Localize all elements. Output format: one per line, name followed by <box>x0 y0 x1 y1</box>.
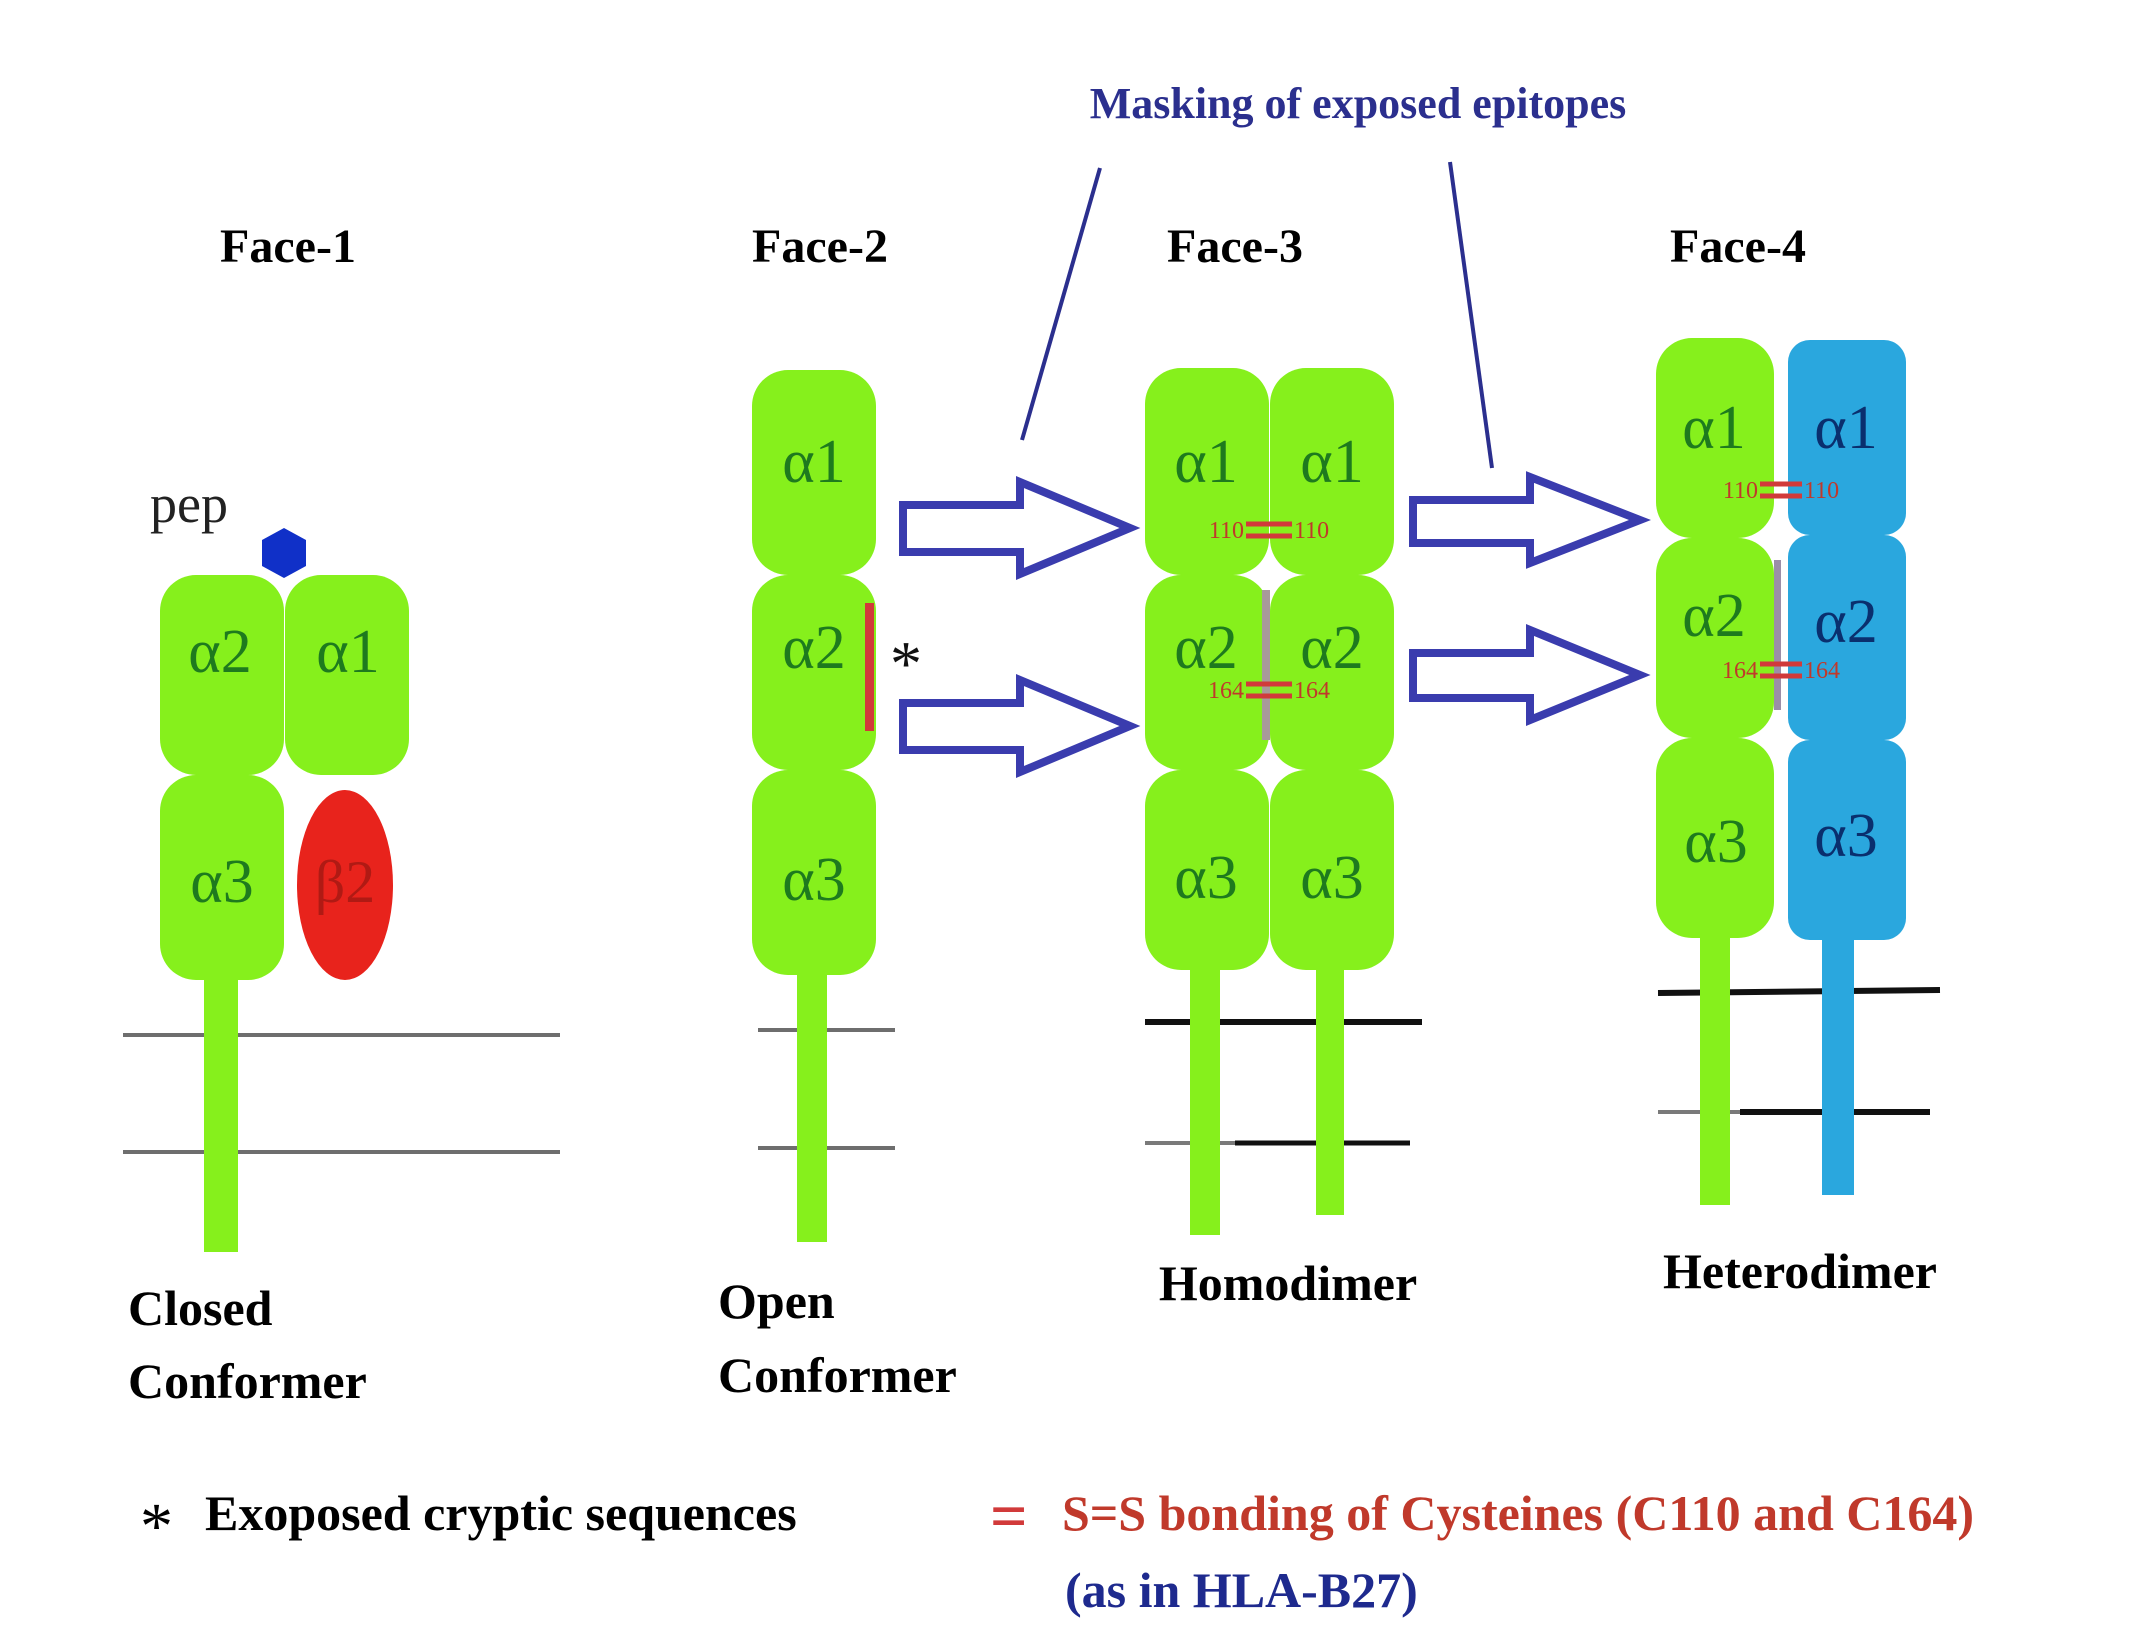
face3-right-alpha2-label: α2 <box>1300 614 1363 682</box>
face3-left-alpha1-label: α1 <box>1174 428 1237 496</box>
face1-caption-line1: Closed <box>128 1280 273 1336</box>
face3-right-alpha3-label: α3 <box>1300 844 1363 912</box>
face3-stalk-left <box>1190 960 1220 1235</box>
face1-alpha2-label: α2 <box>188 618 251 686</box>
face4-site-164-left: 164 <box>1722 658 1758 684</box>
face4-green-alpha2-label: α2 <box>1682 582 1745 650</box>
face1-stalk <box>204 940 238 1252</box>
arrow-face3-to-face4-bottom <box>1409 624 1651 726</box>
face3-left-alpha2-domain <box>1145 575 1269 770</box>
face4-blue-alpha1-label: α1 <box>1814 394 1877 462</box>
face4-title: Face-4 <box>1670 220 1806 273</box>
face2-alpha1-domain <box>752 370 876 575</box>
face3-right-alpha2-domain <box>1270 575 1394 770</box>
face4-green-alpha1-label: α1 <box>1682 394 1745 462</box>
face2-title: Face-2 <box>752 220 888 273</box>
face1-molecule: pep α2 α1 α3 β2 <box>123 474 560 1252</box>
legend-bond-symbol: = <box>990 1480 1028 1553</box>
face3-site-110-right: 110 <box>1294 518 1329 544</box>
face1-pep-label: pep <box>150 474 228 534</box>
face4-site-110-left: 110 <box>1723 478 1758 504</box>
legend: * Exoposed cryptic sequences = S=S bondi… <box>140 1480 1974 1618</box>
face2-alpha2-domain <box>752 575 876 770</box>
face2-caption-line2: Conformer <box>718 1347 957 1403</box>
face3-site-110-left: 110 <box>1209 518 1244 544</box>
face3-epitope-bar <box>1262 590 1270 740</box>
legend-star-text: Exoposed cryptic sequences <box>205 1485 797 1541</box>
arrow-face3-to-face4-top <box>1409 471 1651 569</box>
face3-molecule: 110 110 164 164 α1 α1 α2 α2 α3 α3 <box>1145 368 1422 1235</box>
face2-alpha2-label: α2 <box>782 614 845 682</box>
legend-star-symbol: * <box>140 1490 173 1563</box>
face2-alpha3-label: α3 <box>782 846 845 914</box>
face3-right-alpha1-domain <box>1270 368 1394 575</box>
masking-label: Masking of exposed epitopes <box>1090 79 1627 128</box>
face4-green-alpha3-domain <box>1656 738 1774 938</box>
face3-site-164-left: 164 <box>1208 678 1244 704</box>
face4-stalk-blue <box>1822 930 1854 1195</box>
face3-title: Face-3 <box>1167 220 1303 273</box>
masking-pointer-left <box>1020 167 1102 441</box>
face3-right-alpha3-domain <box>1270 770 1394 970</box>
face2-molecule: * α1 α2 α3 <box>752 370 922 1242</box>
face4-blue-alpha3-label: α3 <box>1814 802 1877 870</box>
face4-site-164-right: 164 <box>1804 658 1840 684</box>
face4-molecule: 110 110 164 164 α1 α1 α2 α2 α3 α3 <box>1656 338 1941 1205</box>
face1-alpha3-label: α3 <box>190 848 253 916</box>
face1-peptide-hexagon <box>262 528 306 578</box>
face3-caption: Homodimer <box>1159 1255 1417 1311</box>
face2-alpha3-domain <box>752 770 876 975</box>
face4-site-110-right: 110 <box>1804 478 1839 504</box>
face1-beta2-domain <box>297 790 393 980</box>
face3-site-164-right: 164 <box>1294 678 1330 704</box>
face4-blue-alpha1-domain <box>1788 340 1906 535</box>
face4-caption: Heterodimer <box>1663 1243 1937 1299</box>
face4-epitope-bar <box>1774 560 1781 710</box>
face1-title: Face-1 <box>220 220 356 273</box>
face1-caption-line2: Conformer <box>128 1353 367 1409</box>
face4-blue-alpha2-label: α2 <box>1814 588 1877 656</box>
arrow-face2-to-face3-bottom <box>899 673 1141 779</box>
face4-green-alpha2-domain <box>1656 538 1774 738</box>
face3-stalk-right <box>1316 960 1344 1215</box>
face4-green-alpha3-label: α3 <box>1684 808 1747 876</box>
face2-star: * <box>890 628 922 699</box>
face4-stalk-green <box>1700 920 1730 1205</box>
face2-exposed-sequence-bar <box>865 603 874 731</box>
legend-bond-text: S=S bonding of Cysteines (C110 and C164) <box>1062 1485 1974 1541</box>
face2-alpha1-label: α1 <box>782 428 845 496</box>
face4-blue-alpha2-domain <box>1788 535 1906 740</box>
face1-alpha2-domain <box>160 575 284 775</box>
arrow-face2-to-face3-top <box>899 475 1141 581</box>
face1-alpha3-domain <box>160 775 284 980</box>
face4-green-alpha1-domain <box>1656 338 1774 538</box>
face3-left-alpha3-domain <box>1145 770 1269 970</box>
face3-left-alpha3-label: α3 <box>1174 844 1237 912</box>
face1-alpha1-label: α1 <box>316 618 379 686</box>
face3-left-alpha1-domain <box>1145 368 1269 575</box>
face1-beta2-label: β2 <box>315 849 376 915</box>
face2-stalk <box>797 960 827 1242</box>
face3-left-alpha2-label: α2 <box>1174 614 1237 682</box>
masking-pointer-right <box>1448 161 1494 469</box>
face2-caption-line1: Open <box>718 1273 835 1329</box>
face3-right-alpha1-label: α1 <box>1300 428 1363 496</box>
face4-blue-alpha3-domain <box>1788 740 1906 940</box>
legend-bond-note: (as in HLA-B27) <box>1065 1562 1418 1618</box>
face1-alpha1-domain <box>285 575 409 775</box>
